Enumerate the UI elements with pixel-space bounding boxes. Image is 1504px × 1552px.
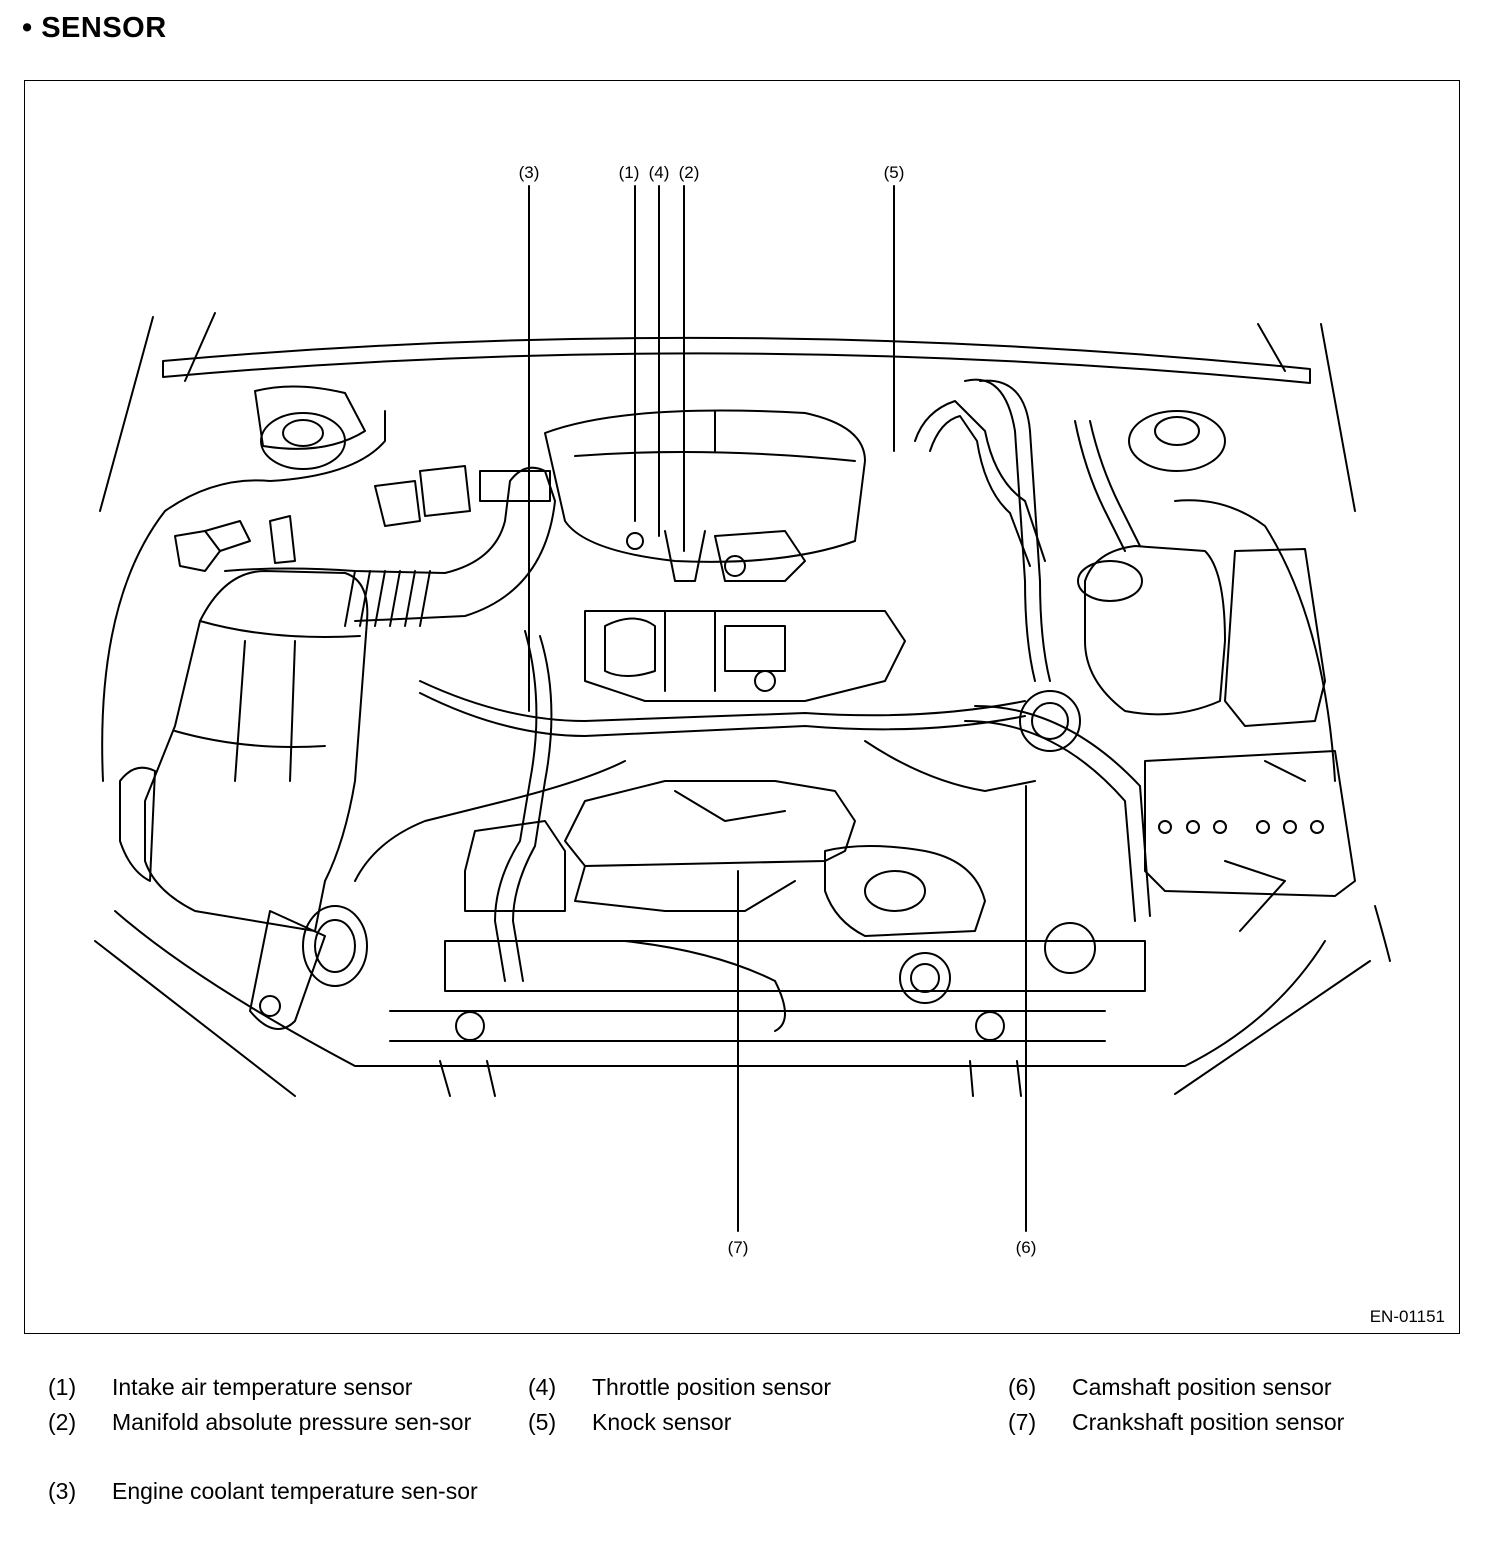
intake-manifold (544, 409, 906, 702)
battery (1144, 548, 1356, 932)
legend-text: Engine coolant temperature sen-sor (112, 1478, 478, 1504)
figure-frame: (3) (1) (4) (2) (5) (7) (6) EN-01151 (24, 80, 1460, 1334)
legend-number: (4) (528, 1374, 557, 1400)
engine-bay-outline (94, 312, 1391, 1097)
legend-number: (5) (528, 1409, 557, 1435)
coolant-reservoir (1077, 545, 1226, 716)
figure-id: EN-01151 (1369, 1307, 1445, 1326)
leader-lines (528, 185, 1027, 1232)
callout-4: (4) (649, 163, 670, 182)
legend-number: (6) (1008, 1374, 1037, 1400)
callout-1: (1) (619, 163, 640, 182)
callout-5: (5) (884, 163, 905, 182)
legend-number: (2) (48, 1409, 77, 1435)
legend-text: Camshaft position sensor (1072, 1374, 1332, 1400)
legend-text: Throttle position sensor (592, 1374, 832, 1400)
intake-duct (224, 466, 556, 627)
air-cleaner-box (119, 570, 369, 1030)
page-title: • SENSOR (22, 12, 167, 44)
legend-text: Manifold absolute pressure sen-sor (112, 1409, 472, 1435)
right-strut-tower (1128, 410, 1226, 472)
left-strut-tower (254, 385, 366, 470)
callout-labels: (3) (1) (4) (2) (5) (7) (6) (519, 163, 1037, 1257)
legend-text: Intake air temperature sensor (112, 1374, 413, 1400)
legend-number: (7) (1008, 1409, 1037, 1435)
callout-3: (3) (519, 163, 540, 182)
engine-diagram: (3) (1) (4) (2) (5) (7) (6) (94, 163, 1391, 1257)
callout-6: (6) (1016, 1238, 1037, 1257)
front-cover (389, 690, 1146, 1097)
legend-text: Knock sensor (592, 1409, 732, 1435)
legend-number: (3) (48, 1478, 77, 1504)
callout-2: (2) (679, 163, 700, 182)
callout-7: (7) (728, 1238, 749, 1257)
legend-number: (1) (48, 1374, 77, 1400)
hoses (354, 378, 1151, 982)
left-connectors (174, 465, 471, 572)
legend-text: Crankshaft position sensor (1072, 1409, 1345, 1435)
legend: (1) Intake air temperature sensor (2) Ma… (0, 1372, 1504, 1542)
